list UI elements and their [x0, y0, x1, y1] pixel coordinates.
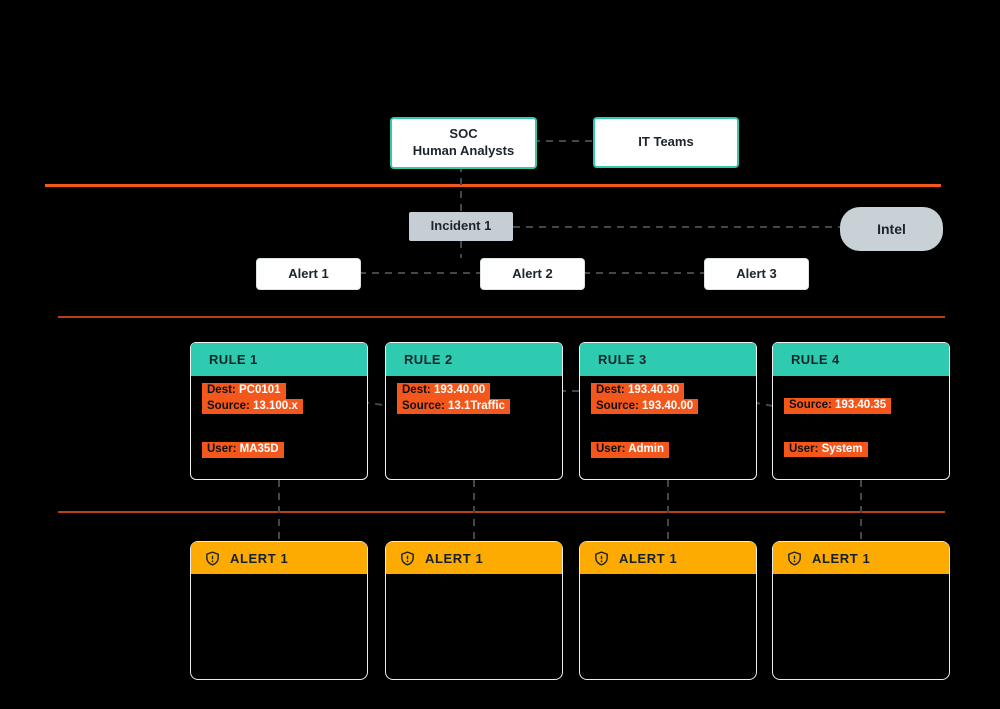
alert-card-2: ALERT 1	[385, 541, 563, 680]
source-value: 193.40.35	[835, 399, 887, 411]
dest-value: 193.40.30	[627, 384, 680, 396]
alert1-node: Alert 1	[256, 258, 361, 290]
intel-label: Intel	[877, 220, 906, 237]
rule-4-header: RULE 4	[773, 343, 949, 376]
alert-card-3-label: ALERT 1	[619, 550, 678, 566]
source-value: 13.100.x	[253, 399, 298, 412]
alert-card-4-header: ALERT 1	[773, 542, 949, 574]
dest-label: Dest:	[207, 384, 236, 396]
source-value: 13.1Traffic	[448, 399, 505, 412]
incident-label: Incident 1	[430, 218, 492, 234]
rule-3-header: RULE 3	[580, 343, 756, 376]
it-teams-node: IT Teams	[593, 117, 739, 168]
dest-value: PC0101	[238, 384, 281, 396]
alert1-label: Alert 1	[288, 265, 329, 281]
soc-human-analysts-node: SOC Human Analysts	[390, 117, 537, 169]
user-value: Admin	[628, 443, 664, 455]
rule-2-card: RULE 2 Dest: 193.40.00 Source: 13.1Traff…	[385, 342, 563, 480]
user-value: System	[821, 442, 863, 455]
dest-value: 193.40.00	[433, 384, 486, 396]
rule-1-source-tag: Source: 13.100.x	[202, 398, 303, 414]
rule-1-card: RULE 1 Dest: PC0101 Source: 13.100.x Use…	[190, 342, 368, 480]
rule-3-card: RULE 3 Dest: 193.40.30 Source: 193.40.00…	[579, 342, 757, 480]
rule-4-body: Source: 193.40.35 User: System	[773, 376, 949, 457]
alert-card-2-header: ALERT 1	[386, 542, 562, 574]
rule-4-source-tag: Source: 193.40.35	[784, 398, 892, 414]
source-label: Source:	[207, 399, 250, 412]
incident-node: Incident 1	[409, 212, 513, 241]
dest-label: Dest:	[402, 384, 431, 396]
alert-card-4: ALERT 1	[772, 541, 950, 680]
alert-card-3-header: ALERT 1	[580, 542, 756, 574]
user-label: User:	[596, 443, 626, 455]
intel-node: Intel	[840, 207, 943, 251]
source-label: Source:	[402, 399, 445, 412]
alert-card-2-label: ALERT 1	[425, 550, 484, 566]
alert-card-3: ALERT 1	[579, 541, 757, 680]
rule-1-dest-tag: Dest: PC0101	[202, 383, 286, 399]
alert-card-1-header: ALERT 1	[191, 542, 367, 574]
shield-exclamation-icon	[786, 550, 803, 567]
rule-3-user-tag: User: Admin	[591, 442, 669, 458]
soc-label-line2: Human Analysts	[412, 143, 515, 158]
rule-3-dest-tag: Dest: 193.40.30	[591, 383, 685, 399]
source-label: Source:	[596, 399, 639, 412]
it-teams-label: IT Teams	[638, 134, 694, 150]
soc-label-line1: SOC	[449, 126, 478, 142]
alert-card-1: ALERT 1	[190, 541, 368, 680]
user-label: User:	[207, 443, 237, 455]
rule-4-user-tag: User: System	[784, 441, 868, 457]
alert-card-4-label: ALERT 1	[812, 550, 871, 566]
source-label: Source:	[789, 399, 832, 411]
shield-exclamation-icon	[593, 550, 610, 567]
rule-3-body: Dest: 193.40.30 Source: 193.40.00 User: …	[580, 376, 756, 458]
shield-exclamation-icon	[204, 550, 221, 567]
dest-label: Dest:	[596, 384, 625, 396]
alert2-node: Alert 2	[480, 258, 585, 290]
rule-1-user-tag: User: MA35D	[202, 442, 284, 458]
user-value: MA35D	[239, 443, 279, 455]
user-label: User:	[789, 442, 819, 455]
shield-exclamation-icon	[399, 550, 416, 567]
rule-1-header: RULE 1	[191, 343, 367, 376]
rule-2-body: Dest: 193.40.00 Source: 13.1Traffic	[386, 376, 562, 414]
rule-4-card: RULE 4 Source: 193.40.35 User: System	[772, 342, 950, 480]
source-value: 193.40.00	[642, 399, 694, 412]
rule-2-header: RULE 2	[386, 343, 562, 376]
alert3-label: Alert 3	[736, 265, 777, 281]
alert3-node: Alert 3	[704, 258, 809, 290]
alert2-label: Alert 2	[512, 265, 553, 281]
rule-1-body: Dest: PC0101 Source: 13.100.x User: MA35…	[191, 376, 367, 458]
rule-3-source-tag: Source: 193.40.00	[591, 398, 699, 414]
rule-2-dest-tag: Dest: 193.40.00	[397, 383, 491, 399]
alert-card-1-label: ALERT 1	[230, 550, 289, 566]
rule-2-source-tag: Source: 13.1Traffic	[397, 398, 510, 414]
